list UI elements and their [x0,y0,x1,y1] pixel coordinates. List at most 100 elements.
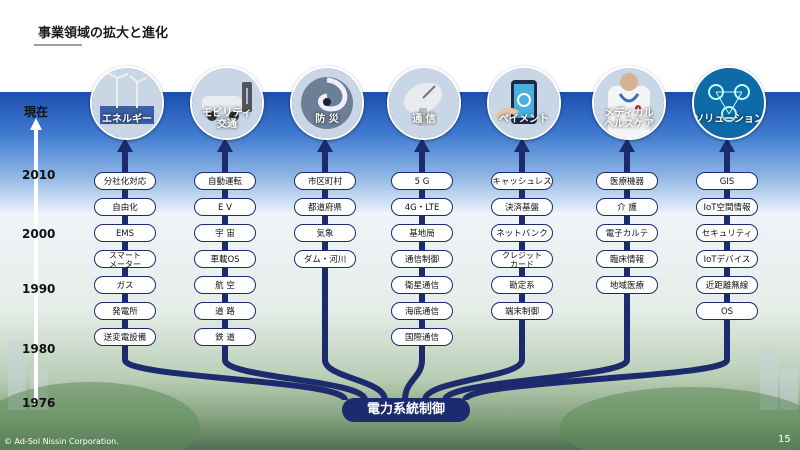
domain-item-pill: 近距離無線 [696,276,758,294]
timeline-year: 1980 [22,342,56,356]
domain-item-pill: 衛星通信 [391,276,453,294]
branch-arrow-head [619,138,635,152]
domain-label-line: ペイメント [499,114,549,125]
branch-arrow-shaft [322,150,388,401]
domain-item-pill: セキュリティ [696,224,758,242]
timeline-year: 2010 [22,168,56,182]
domain-item-line: クレジット [502,251,542,260]
root-node-power-grid-control: 電力系統制御 [342,398,470,422]
branch-arrow-head [514,138,530,152]
domain-label-line: 通 信 [412,114,436,125]
domain-item-pill: 自動運転 [194,172,256,190]
copyright: © Ad-Sol Nissin Corporation. [4,437,119,446]
branch-arrow-head [317,138,333,152]
branch-arrow-shaft [462,150,730,402]
domain-item-pill: 介 護 [596,198,658,216]
timeline-year: 1976 [22,396,56,410]
domain-label: 通 信 [389,114,459,125]
domain-item-pill: 電子カルテ [596,224,658,242]
domain-item-pill: 道 路 [194,302,256,320]
wind-turbine-icon [92,68,162,138]
domain-circle: ペイメント [487,66,561,140]
domain-item-pill: 国際通信 [391,328,453,346]
domain-item-pill: スマートメーター [94,250,156,269]
domain-label: メディカルヘルスケア [594,108,664,130]
domain-item-pill: 発電所 [94,302,156,320]
domain-circle: ソリューション [692,66,766,140]
domain-circle: エネルギー [90,66,164,140]
domain-circle: 防 災 [290,66,364,140]
domain-item-line: メーター [109,260,141,269]
domain-item-pill: 地域医療 [596,276,658,294]
timeline-year: 1990 [22,282,56,296]
domain-label: 防 災 [292,114,362,125]
satellite-dish-icon [389,68,459,138]
domain-label-line: ヘルスケア [604,119,654,130]
domain-item-pill: 分社化対応 [94,172,156,190]
domain-item-pill: 宇 宙 [194,224,256,242]
domain-item-pill: ダム・河川 [294,250,356,268]
domain-label: ソリューション [694,114,764,125]
domain-item-pill: OS [696,302,758,320]
domain-label: エネルギー [92,114,162,125]
domain-item-pill: EMS [94,224,156,242]
branch-arrow-shaft [422,150,525,402]
domain-label: モビリティ交通 [192,108,262,130]
domain-circle: モビリティ交通 [190,66,264,140]
doctor-icon [594,68,664,138]
domain-item-pill: GIS [696,172,758,190]
domain-item-pill: 臨床情報 [596,250,658,268]
domain-item-pill: 気象 [294,224,356,242]
domain-item-pill: 端末制御 [491,302,553,320]
car-charging-icon [192,68,262,138]
domain-circle: 通 信 [387,66,461,140]
payment-phone-icon [489,68,559,138]
domain-item-pill: 鉄 道 [194,328,256,346]
domain-item-pill: 送変電設備 [94,328,156,346]
domain-item-pill: 自由化 [94,198,156,216]
domain-circle: メディカルヘルスケア [592,66,666,140]
domain-item-pill: 5 G [391,172,453,190]
timeline-now-label: 現在 [24,105,49,119]
domain-item-line: スマート [109,251,141,260]
domain-item-pill: 海底通信 [391,302,453,320]
domain-label-line: ソリューション [694,114,764,125]
timeline-year: 2000 [22,227,56,241]
timeline-arrow-head [30,118,42,130]
page-number: 15 [778,434,791,445]
domain-label-line: 交通 [217,119,237,130]
typhoon-icon [292,68,362,138]
domain-item-pill: IoT空間情報 [696,198,758,216]
domain-item-pill: キャッシュレス [491,172,553,190]
domain-item-pill: 基地局 [391,224,453,242]
branch-arrow-shaft [442,150,630,402]
branch-arrow-head [414,138,430,152]
domain-item-pill: 医療機器 [596,172,658,190]
domain-item-pill: 勘定系 [491,276,553,294]
domain-item-pill: 市区町村 [294,172,356,190]
domain-item-pill: E V [194,198,256,216]
domain-item-pill: 決済基盤 [491,198,553,216]
domain-label: ペイメント [489,114,559,125]
branch-arrow-head [217,138,233,152]
domain-label-line: エネルギー [102,114,152,125]
branch-arrow-shaft [222,150,368,402]
page-title: 事業領域の拡大と進化 [38,26,169,41]
domain-label-line: モビリティ [202,108,252,119]
branch-arrow-head [719,138,735,152]
domain-item-pill: ガス [94,276,156,294]
domain-item-pill: 都道府県 [294,198,356,216]
domain-label-line: 防 災 [315,114,339,125]
domain-label-line: メディカル [604,108,654,119]
title-underline [34,44,82,46]
domain-item-pill: 通信制御 [391,250,453,268]
branch-arrow-shaft [122,150,348,402]
domain-item-pill: IoTデバイス [696,250,758,268]
domain-item-pill: ネットバンク [491,224,553,242]
domain-item-line: カード [510,260,534,269]
branch-arrow-shaft [402,150,425,401]
domain-item-pill: 車載OS [194,250,256,268]
domain-item-pill: クレジットカード [491,250,553,269]
